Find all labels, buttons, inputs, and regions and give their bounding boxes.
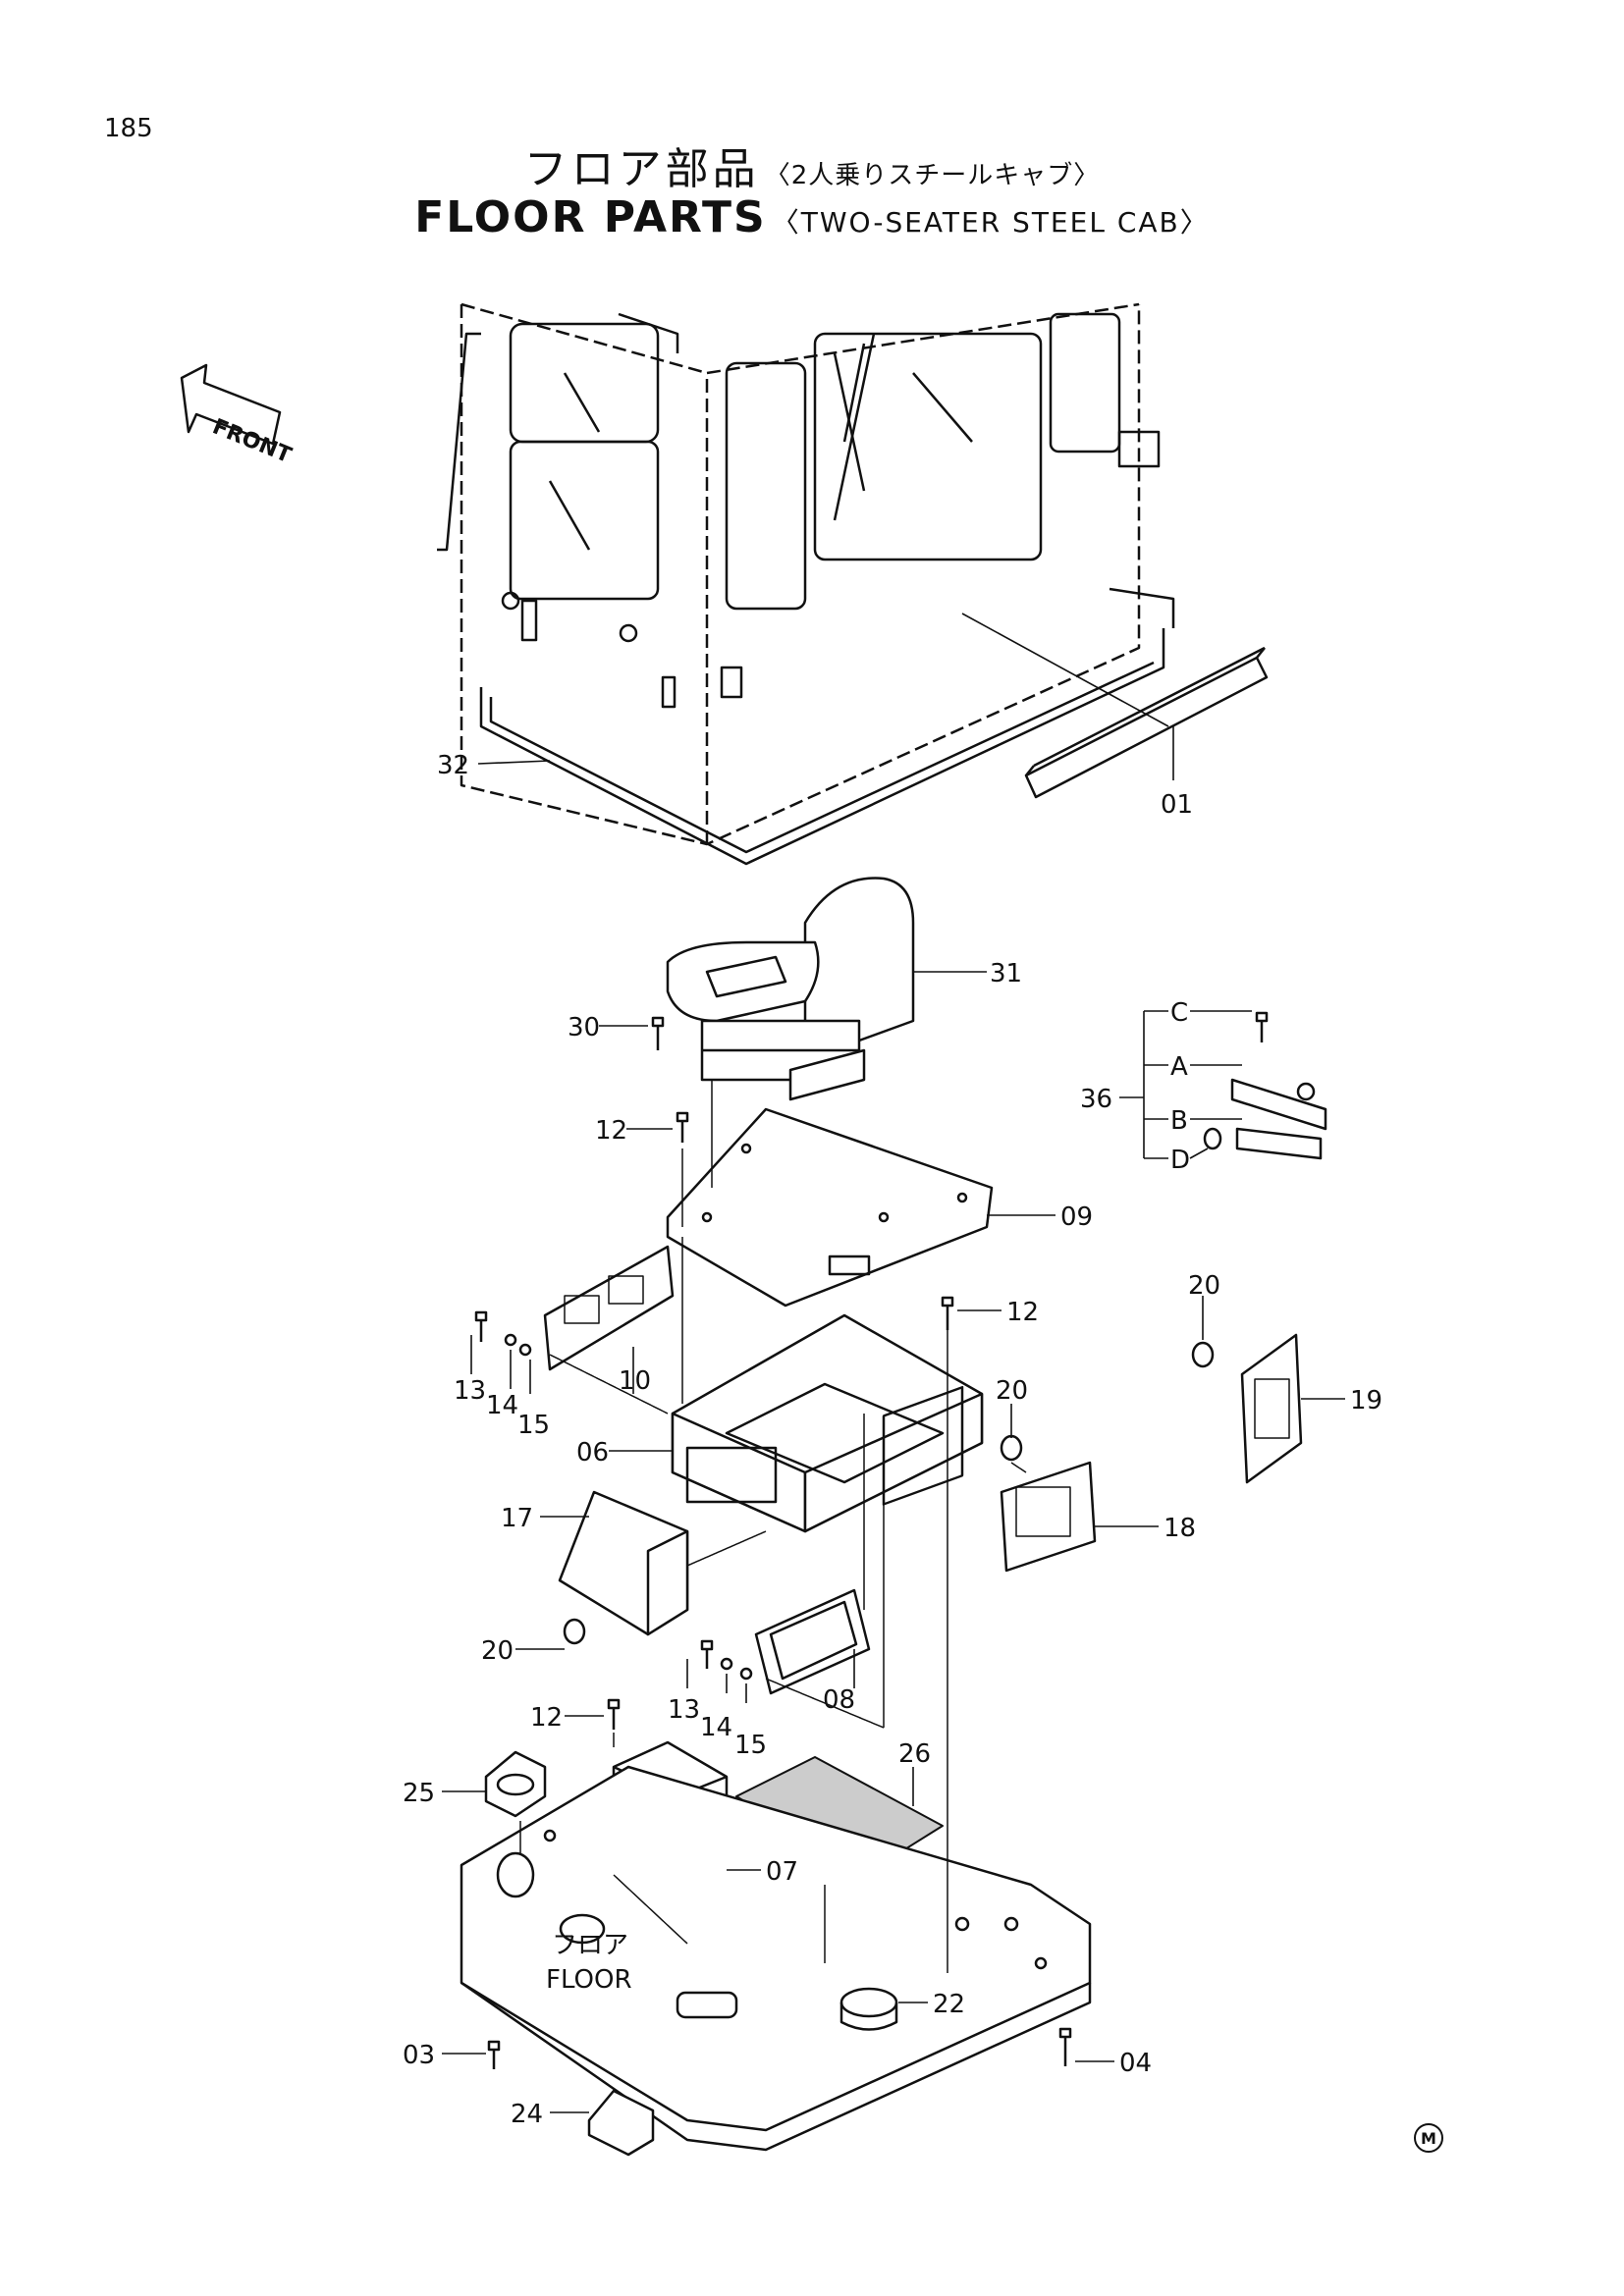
seat-mount-plate	[666, 1107, 994, 1308]
filter-cover-08	[754, 1588, 871, 1695]
bolt-icons	[474, 1011, 1269, 2069]
title-english: FLOOR PARTS 〈TWO-SEATER STEEL CAB〉	[0, 192, 1624, 242]
callout-03: 03	[403, 2041, 435, 2070]
seal-strip-part	[1024, 646, 1269, 799]
callout-12b: 12	[1006, 1298, 1039, 1327]
air-duct-17	[558, 1490, 689, 1636]
floor-label-en: FLOOR	[546, 1965, 632, 1995]
callout-20c: 20	[1188, 1271, 1220, 1301]
floor-label-jp: フロア	[552, 1931, 628, 1960]
callout-08: 08	[823, 1685, 855, 1715]
callout-06: 06	[576, 1438, 609, 1468]
corner-m-mark: M	[1414, 2123, 1443, 2153]
callout-22: 22	[933, 1990, 965, 2019]
callout-15a: 15	[517, 1411, 550, 1440]
callout-20a: 20	[481, 1636, 514, 1666]
callout-14b: 14	[700, 1713, 732, 1742]
callout-25: 25	[403, 1779, 435, 1808]
title-jp-main: フロア部品	[523, 144, 760, 194]
callout-10: 10	[619, 1366, 651, 1396]
callout-24: 24	[511, 2100, 543, 2129]
callout-17: 17	[501, 1504, 533, 1533]
callout-C: C	[1170, 998, 1188, 1028]
callout-01: 01	[1161, 790, 1193, 820]
callout-13a: 13	[454, 1376, 486, 1406]
callout-14a: 14	[486, 1391, 518, 1420]
front-arrow-icon: FRONT	[180, 363, 295, 468]
bracket-assembly-36	[1230, 1078, 1327, 1160]
cab-handle	[437, 312, 679, 552]
callout-12c: 12	[530, 1703, 563, 1733]
callout-B: B	[1170, 1106, 1188, 1136]
side-grille-10	[543, 1245, 675, 1371]
callout-18: 18	[1164, 1514, 1196, 1543]
cab-fittings	[501, 591, 743, 709]
callout-13b: 13	[668, 1695, 700, 1725]
bracket-24	[587, 2089, 655, 2157]
operator-seat	[666, 877, 915, 1101]
callout-04: 04	[1119, 2049, 1152, 2078]
leader-lines	[442, 613, 1345, 2113]
seat-stand-box	[671, 1313, 984, 1533]
mirror-icon	[1117, 430, 1161, 468]
callout-30: 30	[568, 1013, 600, 1042]
cab-windows	[509, 312, 1121, 611]
cab-corner-seal	[1109, 587, 1175, 628]
title-jp-sub: 〈2人乗りスチールキャブ〉	[764, 161, 1101, 190]
callout-19: 19	[1350, 1386, 1382, 1415]
cab-base-seal	[479, 628, 1165, 866]
wiper-icon	[833, 333, 876, 521]
callout-15b: 15	[734, 1731, 767, 1760]
callout-labels: 01 32 31 30 12 09 12 13 14 15 10 06 17 2…	[403, 751, 1382, 2129]
callout-20b: 20	[996, 1376, 1028, 1406]
title-japanese: フロア部品 〈2人乗りスチールキャブ〉	[0, 133, 1624, 196]
callout-07: 07	[766, 1857, 798, 1887]
title-en-sub: 〈TWO-SEATER STEEL CAB〉	[771, 206, 1210, 239]
callout-26: 26	[898, 1739, 931, 1769]
callout-36: 36	[1080, 1085, 1112, 1114]
title-en-main: FLOOR PARTS	[414, 192, 767, 242]
callout-D: D	[1170, 1146, 1190, 1175]
cap-22	[839, 1987, 898, 2031]
side-grille-18	[1000, 1461, 1097, 1573]
callout-32: 32	[437, 751, 469, 780]
assembly-guide-lines	[519, 1080, 1027, 1973]
callout-09: 09	[1060, 1202, 1093, 1232]
callout-12a: 12	[595, 1116, 627, 1146]
callout-A: A	[1170, 1052, 1188, 1082]
page-number: 185	[104, 114, 153, 143]
callout-31: 31	[990, 959, 1022, 988]
side-grille-19	[1240, 1333, 1303, 1484]
grommet-25	[484, 1750, 547, 1818]
floor-plate	[460, 1765, 1092, 2152]
